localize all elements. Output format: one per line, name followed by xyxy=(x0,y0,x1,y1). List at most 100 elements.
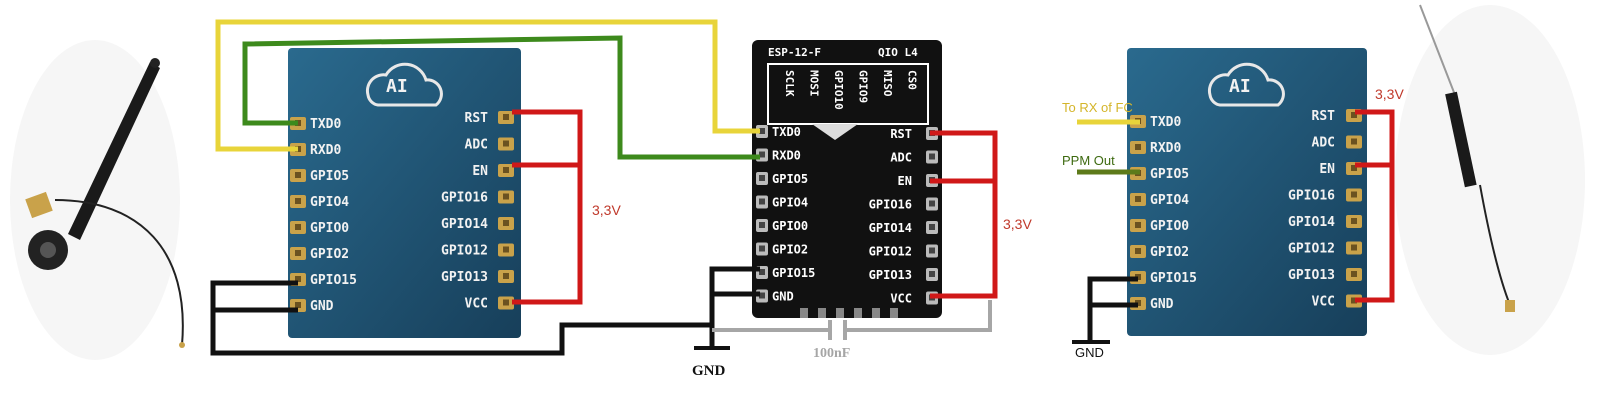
yellow-wire xyxy=(215,19,760,152)
pin-hole xyxy=(503,220,509,226)
center-gnd-label: GND xyxy=(692,363,726,379)
pin-hole xyxy=(1135,222,1141,228)
pin-label-gpio13: GPIO13 xyxy=(441,270,488,285)
left-voltage-label: 3,3V xyxy=(592,202,621,218)
pin-label-gpio5: GPIO5 xyxy=(772,172,808,186)
left-esp-module: AI TXD0RXD0GPIO5GPIO4GPIO0GPIO2GPIO15GND… xyxy=(288,48,521,338)
right-gnd-label: GND xyxy=(1075,345,1104,360)
pin-label-gpio15: GPIO15 xyxy=(772,266,815,280)
pin-label-gpio2: GPIO2 xyxy=(310,247,349,262)
pin-label-gpio14: GPIO14 xyxy=(441,217,488,232)
pin-label-gpio12: GPIO12 xyxy=(441,244,488,259)
pin-label-rxd0: RXD0 xyxy=(1150,141,1181,156)
shield-pin-gpio9: GPIO9 xyxy=(857,70,870,103)
shield-pin-miso: MISO xyxy=(881,70,894,97)
pin-hole xyxy=(929,224,935,230)
green-wire xyxy=(242,35,760,160)
pin-hole xyxy=(759,245,765,252)
pin-label-gpio16: GPIO16 xyxy=(1288,189,1335,204)
pin-label-rst: RST xyxy=(890,127,912,141)
pin-label-gpio13: GPIO13 xyxy=(869,268,912,282)
left-black-wire xyxy=(210,280,712,356)
pin-label-gnd: GND xyxy=(1150,297,1174,312)
pin-hole xyxy=(759,222,765,228)
pin-hole xyxy=(1135,248,1141,254)
pin-hole xyxy=(929,153,935,160)
pin-hole xyxy=(759,128,765,134)
pin-label-vcc: VCC xyxy=(465,297,488,312)
rx-annotation: To RX of FC xyxy=(1062,100,1133,115)
pin-hole xyxy=(1351,191,1357,198)
model-label: ESP-12-F xyxy=(768,46,821,59)
pin-label-vcc: VCC xyxy=(1312,295,1335,310)
pin-label-gpio16: GPIO16 xyxy=(441,191,488,206)
pin-label-en: EN xyxy=(472,164,488,179)
pin-hole xyxy=(1351,165,1357,171)
pin-hole xyxy=(929,200,935,207)
center-red-wire xyxy=(930,130,998,299)
pin-hole xyxy=(503,167,509,173)
shield-pin-gpio10: GPIO10 xyxy=(832,70,845,110)
pin-label-gpio4: GPIO4 xyxy=(1150,193,1189,208)
pin-label-gnd: GND xyxy=(310,299,334,314)
pin-label-gpio0: GPIO0 xyxy=(1150,219,1189,234)
pin-hole xyxy=(503,299,509,306)
pin-label-gpio4: GPIO4 xyxy=(772,196,808,210)
pin-label-txd0: TXD0 xyxy=(310,117,341,132)
pin-label-gpio4: GPIO4 xyxy=(310,195,349,210)
pin-hole xyxy=(503,114,509,120)
pin-hole xyxy=(759,269,765,275)
pin-label-en: EN xyxy=(1319,162,1335,177)
pin-label-gpio15: GPIO15 xyxy=(310,273,357,288)
pin-hole xyxy=(503,246,509,253)
pin-hole xyxy=(1351,138,1357,145)
pin-hole xyxy=(503,140,509,147)
shield-pin-mosi: MOSI xyxy=(808,70,821,97)
pin-hole xyxy=(929,247,935,254)
center-black-wire xyxy=(709,266,760,348)
bottom-castellations xyxy=(800,308,898,318)
pin-label-vcc: VCC xyxy=(890,292,912,306)
shield-pin-cs0: CS0 xyxy=(906,70,919,90)
cloud-logo-icon: AI xyxy=(1207,62,1285,107)
pin-label-rst: RST xyxy=(1312,109,1336,124)
pin-hole xyxy=(1135,144,1141,150)
pin-label-gpio0: GPIO0 xyxy=(310,221,349,236)
center-voltage-label: 3,3V xyxy=(1003,216,1032,232)
pin-label-txd0: TXD0 xyxy=(772,125,801,139)
pin-hole xyxy=(295,276,301,282)
pin-hole xyxy=(929,271,935,277)
right-black-wire xyxy=(1087,276,1138,342)
pin-hole xyxy=(1351,112,1357,118)
pin-label-gpio5: GPIO5 xyxy=(1150,167,1189,182)
pin-label-gpio16: GPIO16 xyxy=(869,198,912,212)
pin-hole xyxy=(295,250,301,256)
pin-label-adc: ADC xyxy=(465,138,488,153)
pin-label-gpio13: GPIO13 xyxy=(1288,268,1335,283)
pin-label-rxd0: RXD0 xyxy=(310,143,341,158)
pin-label-gpio2: GPIO2 xyxy=(772,243,808,257)
pin-hole xyxy=(295,198,301,204)
pin-hole xyxy=(295,172,301,178)
right-voltage-label: 3,3V xyxy=(1375,86,1404,102)
rubber-duck-antenna-icon xyxy=(10,40,185,360)
pin-label-gpio12: GPIO12 xyxy=(869,245,912,259)
right-esp-module: AI TXD0RXD0GPIO5GPIO4GPIO0GPIO2GPIO15GND… xyxy=(1127,48,1367,336)
pin-label-adc: ADC xyxy=(890,151,912,165)
pin-hole xyxy=(1351,271,1357,277)
pin-label-gpio14: GPIO14 xyxy=(1288,215,1335,230)
shield-pin-sclk: SCLK xyxy=(783,70,796,97)
pin-hole xyxy=(759,151,765,158)
pin-label-gpio15: GPIO15 xyxy=(1150,271,1197,286)
pin-label-adc: ADC xyxy=(1312,136,1335,151)
pin-label-gpio5: GPIO5 xyxy=(310,169,349,184)
pin-hole xyxy=(1351,244,1357,251)
pin-hole xyxy=(759,198,765,205)
pin-hole xyxy=(759,292,765,299)
pin-hole xyxy=(295,302,301,308)
cloud-logo-icon: AI xyxy=(365,62,443,107)
pin-hole xyxy=(295,224,301,230)
pin-hole xyxy=(1351,218,1357,224)
